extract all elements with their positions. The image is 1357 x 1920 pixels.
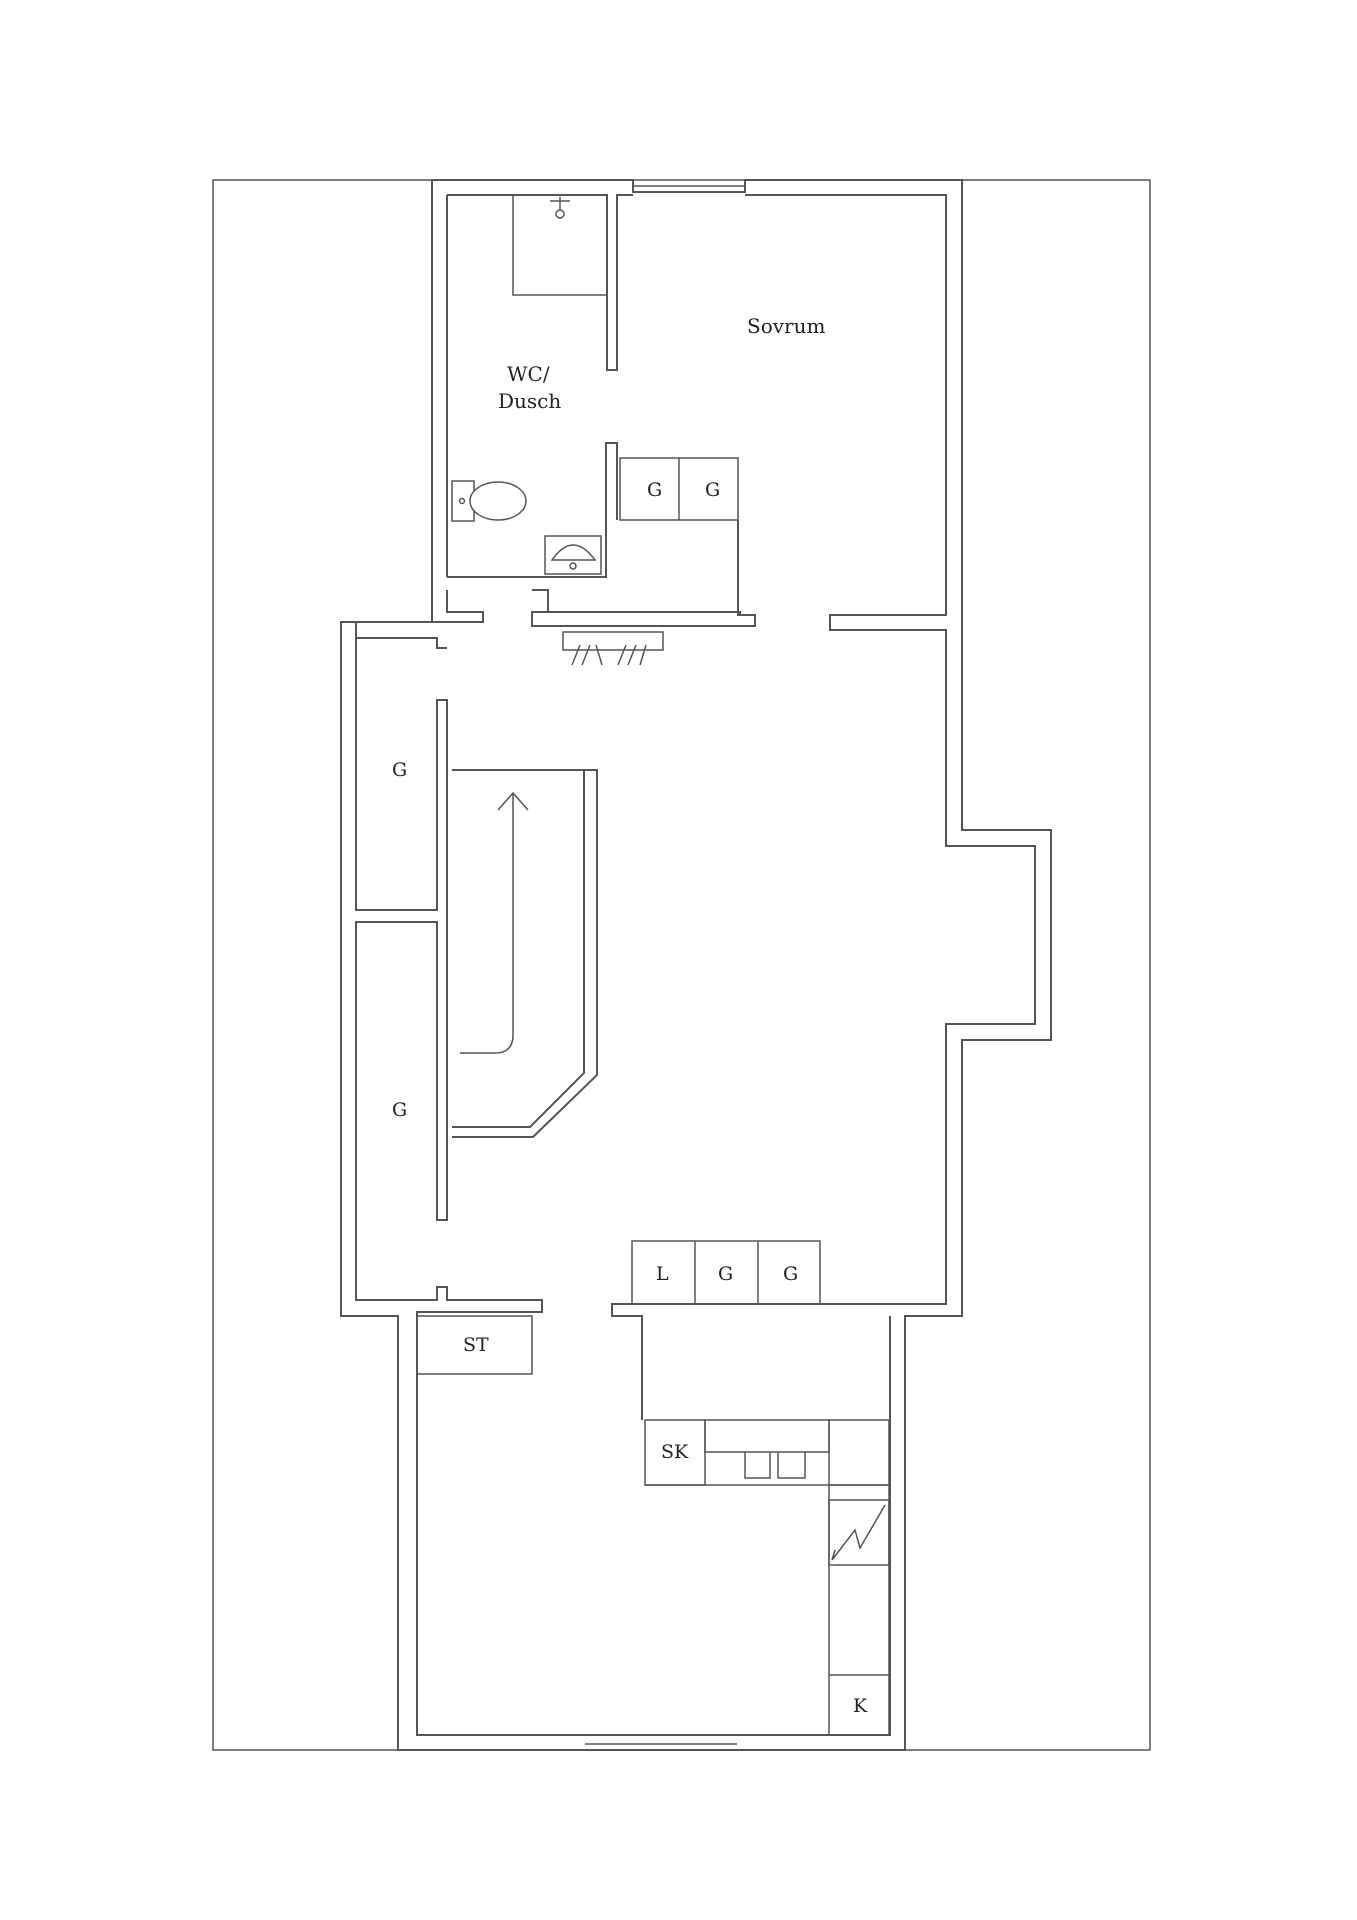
- wc-door-wall: [355, 590, 484, 649]
- exterior-wall-outer: [340, 179, 1052, 1751]
- toilet-bowl-icon: [469, 481, 527, 521]
- bedroom-east-wall: [745, 194, 1036, 1305]
- corridor-wall-top: [531, 589, 756, 627]
- toilet-button-icon: [458, 497, 466, 505]
- kitchen-inner-wall: [416, 1316, 891, 1736]
- wc-label-line1: WC/: [507, 362, 550, 386]
- kitchen-stove: [828, 1499, 890, 1566]
- wc-label-line2: Dusch: [498, 389, 561, 413]
- stair-arrow-icon: [460, 791, 529, 1054]
- cabinet-l-label: L: [656, 1263, 669, 1285]
- kitchen-sk-label: SK: [661, 1441, 689, 1463]
- cabinet-g2-label: G: [783, 1263, 798, 1285]
- bedroom-closet-g2-label: G: [705, 479, 720, 501]
- living-kitchen-wall: [611, 1303, 817, 1420]
- wc-bottom-wall: [447, 442, 618, 578]
- stove-lightning-icon: [831, 1504, 886, 1561]
- kitchen-counter-top: [704, 1419, 830, 1453]
- kitchen-sink-icon: [744, 1452, 806, 1479]
- bedroom-partition: [737, 520, 755, 616]
- west-closet-walls: [355, 638, 543, 1316]
- wc-wall: [447, 194, 633, 371]
- sink-drain-icon: [569, 562, 577, 570]
- staircase-outline: [452, 769, 598, 1138]
- shower-stall: [512, 194, 608, 296]
- kitchen-k-label: K: [853, 1695, 868, 1717]
- bedroom-label: Sovrum: [747, 314, 825, 338]
- south-window: [585, 1743, 737, 1751]
- hall-closet-lower-label: G: [392, 1099, 407, 1121]
- hall-closet-upper-label: G: [392, 759, 407, 781]
- bedroom-closet-g1-label: G: [647, 479, 662, 501]
- kitchen-counter-corner: [828, 1419, 890, 1486]
- sink-basin-icon: [550, 544, 597, 561]
- hanger-rail: [562, 631, 664, 651]
- kitchen-counter-side: [828, 1484, 890, 1736]
- shower-tap-icon: [550, 197, 570, 210]
- cabinet-g1-label: G: [718, 1263, 733, 1285]
- shower-head-icon: [555, 209, 565, 219]
- building-outline: [212, 179, 1151, 1751]
- hanger-marks-icon: [571, 644, 647, 666]
- storage-label: ST: [463, 1334, 489, 1356]
